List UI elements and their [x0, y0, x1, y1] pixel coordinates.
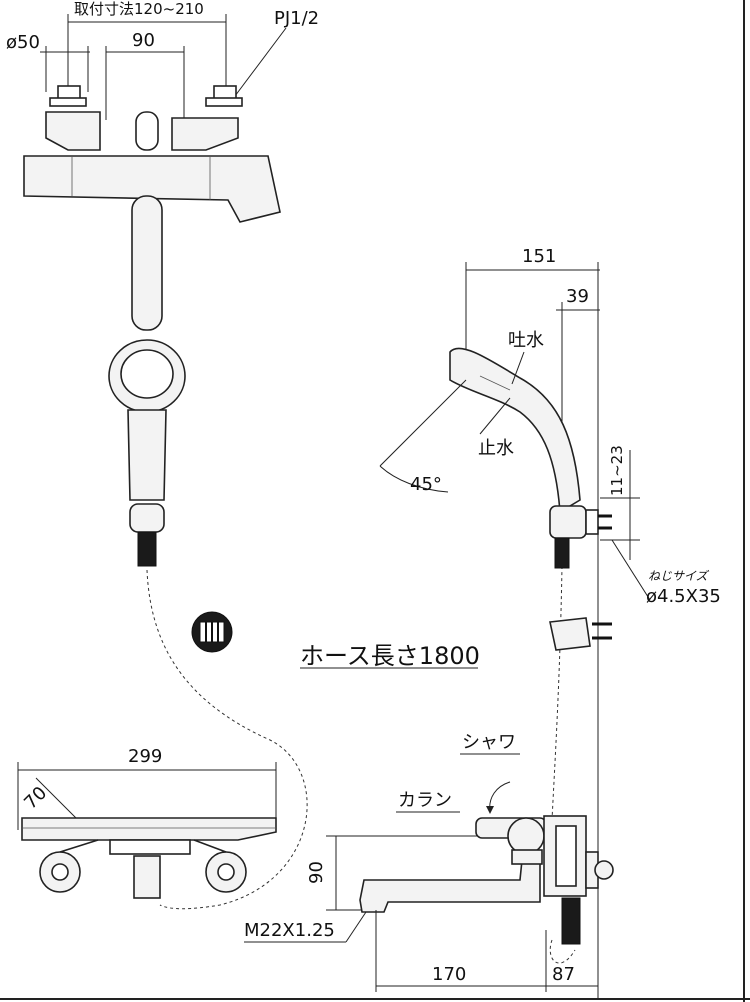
body-top-view [21, 817, 277, 841]
dim-39: 39 [566, 286, 589, 307]
top-front-view: 取付寸法120~210 ø50 90 PJ1/2 [6, 0, 319, 331]
dim-90-side: 90 [306, 861, 327, 884]
dim-170: 170 [432, 964, 466, 985]
dim-11-23: 11~23 [608, 445, 626, 496]
wall-bracket-side [549, 617, 591, 651]
spout-horizontal [359, 859, 541, 913]
dim-87: 87 [552, 964, 575, 985]
pj-thread-label: PJ1/2 [274, 8, 319, 29]
dim-90-top: 90 [132, 30, 155, 51]
discharge-label: 吐水 [508, 330, 544, 351]
angle-45-label: 45° [410, 474, 442, 495]
side-shower-view: 151 39 吐水 止水 45° 11~23 ねじサイズ ø4.5X35 [379, 246, 721, 999]
shower-head-side [449, 347, 581, 514]
stop-label: 止水 [478, 438, 514, 459]
hose-path-right [551, 565, 563, 821]
left-elbow [45, 111, 101, 151]
faucet-body [23, 155, 281, 223]
faucet-label: カラン [398, 790, 452, 811]
hose-path-left [146, 569, 308, 910]
screw-size-label: ねじサイズ [648, 569, 710, 583]
screw-size: ø4.5X35 [646, 586, 721, 607]
dim-151: 151 [522, 246, 556, 267]
hose-connector-front [137, 531, 157, 567]
hose-connector-bottom [561, 897, 581, 945]
shower-handle [127, 409, 167, 501]
dia-50-label: ø50 [6, 32, 40, 53]
bottom-side-view: シャワ カラン 90 M22X1.25 170 87 [244, 732, 614, 992]
dim-70: 70 [20, 783, 51, 814]
m22-label: M22X1.25 [244, 920, 335, 941]
outlet-top-view [133, 855, 161, 899]
wall-hook-front [191, 611, 233, 653]
hose-length-label: ホース長さ1800 [300, 642, 480, 670]
shower-label: シャワ [462, 732, 516, 753]
dim-299: 299 [128, 746, 162, 767]
shower-head-front [108, 339, 186, 567]
mount-range-label: 取付寸法120~210 [74, 0, 204, 18]
right-elbow [171, 117, 239, 151]
bottom-top-view: 299 70 [17, 746, 277, 899]
spout-vertical [131, 195, 163, 331]
hose-connector-side [554, 537, 570, 569]
